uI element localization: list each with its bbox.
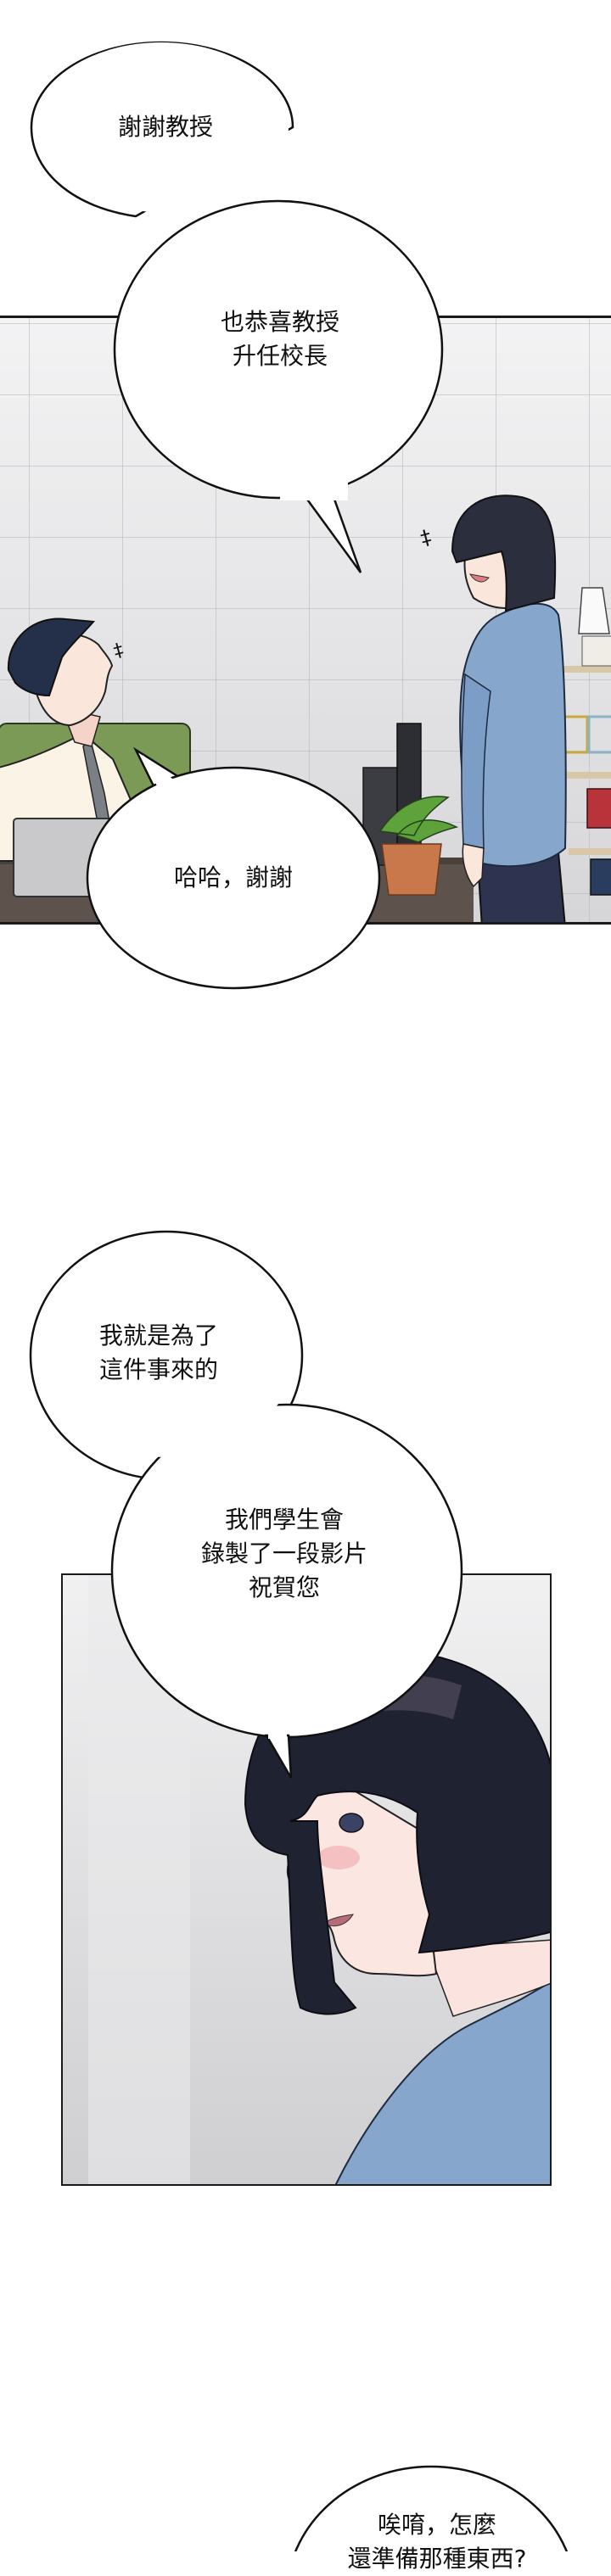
blurred-wall-light <box>88 1575 190 2184</box>
closeup-illustration <box>88 1575 550 2184</box>
bubble-shape-congrats-body <box>113 199 444 500</box>
student-mouth <box>323 1914 354 1927</box>
desk-lamp <box>578 587 610 634</box>
bubble-tail-congrats <box>303 493 362 573</box>
student-eye <box>339 1813 364 1833</box>
woman-hair <box>451 495 557 612</box>
panel-student-closeup <box>61 1573 552 2186</box>
bubble-came-for-this: 我就是為了 這件事來的 <box>99 1322 219 1383</box>
sfx-man-laugh: ‡ <box>111 640 126 662</box>
man-hair <box>7 617 96 697</box>
student-blush <box>317 1846 360 1869</box>
coffee-grinder <box>586 788 611 829</box>
student-neck <box>426 1939 550 2017</box>
bubble-congrats: 也恭喜教授 升任校長 <box>220 308 339 370</box>
plant-pot <box>381 843 442 896</box>
shelf-mid <box>560 772 611 779</box>
woman-mouth <box>469 573 490 583</box>
bubble-video: 我們學生會 錄製了一段影片 祝賀您 <box>200 1506 367 1601</box>
bubble-thanks-professor: 謝謝教授 <box>117 113 213 141</box>
jar <box>581 635 611 667</box>
bubble-haha: 哈哈，謝謝 <box>173 863 293 891</box>
chair-blue <box>587 715 611 754</box>
woman-sweater <box>459 602 567 868</box>
student-sweater <box>334 1981 550 2184</box>
blue-box <box>590 858 611 896</box>
shelf-top <box>562 666 611 673</box>
plant-leaves <box>378 796 459 843</box>
laptop <box>13 818 125 897</box>
woman-hand <box>462 843 485 888</box>
top-bubbles <box>30 41 444 573</box>
bubble-oh-my: 唉唷，怎麼 還準備那種東西? <box>347 2511 527 2573</box>
shelf-low <box>569 848 611 855</box>
